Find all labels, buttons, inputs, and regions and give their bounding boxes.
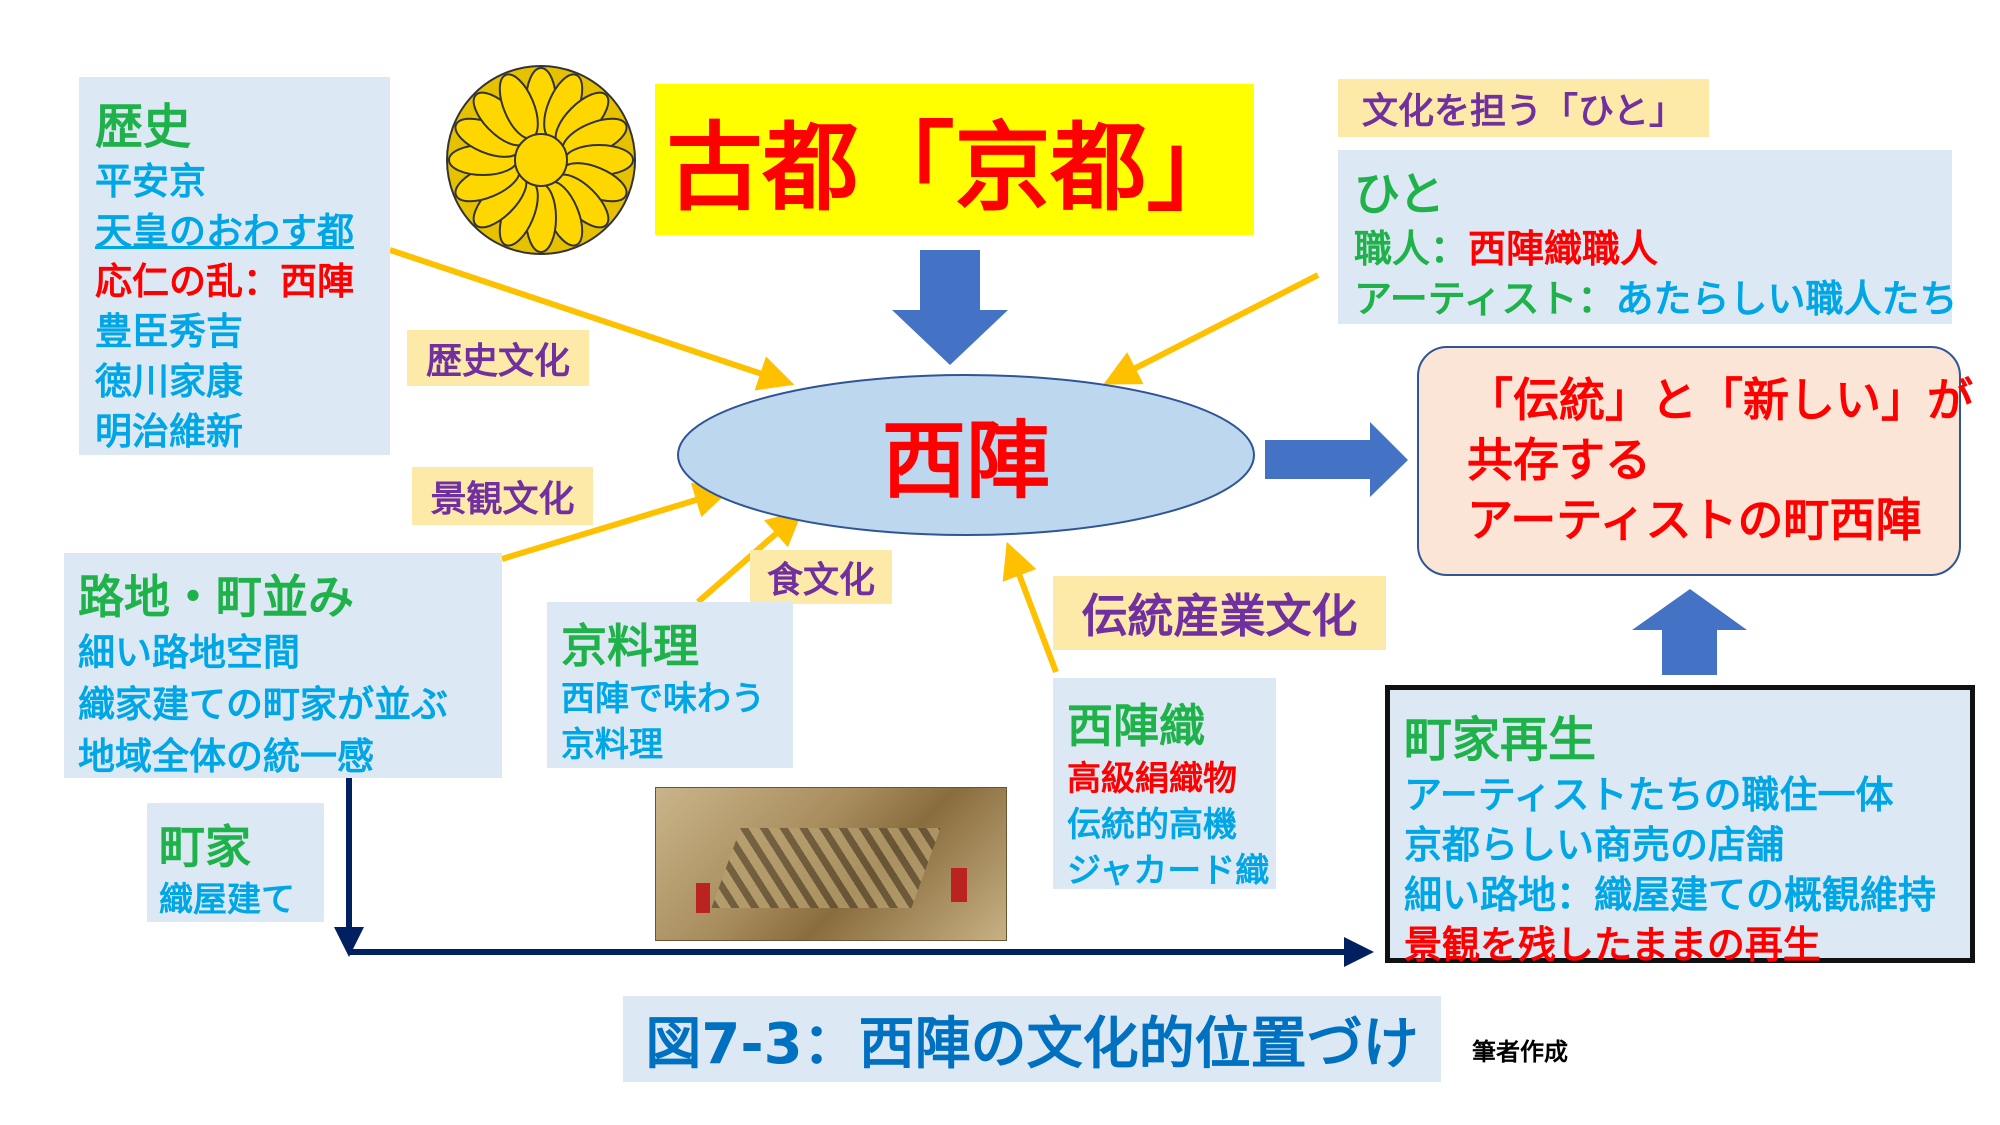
machiya-heading: 町家 xyxy=(159,820,251,874)
history-item: 天皇のおわす都 xyxy=(95,210,354,253)
up-arrow-icon xyxy=(1632,589,1747,675)
history-item: 豊臣秀吉 xyxy=(95,310,243,353)
figure-illustration xyxy=(696,883,710,913)
streets-item: 地域全体の統一感 xyxy=(78,735,374,778)
streets-item: 織家建ての町家が並ぶ xyxy=(78,683,448,726)
revival-item: アーティストたちの職住一体 xyxy=(1404,773,1894,817)
down-arrow-icon xyxy=(892,250,1008,365)
chrysanthemum-crest-icon xyxy=(446,65,636,255)
history-item: 明治維新 xyxy=(95,410,243,453)
weaving-item: 伝統的高機 xyxy=(1067,805,1237,845)
people-label: アーティスト： xyxy=(1354,277,1616,321)
page-title: 古都「京都」 xyxy=(655,84,1254,235)
people-label: 職人： xyxy=(1354,227,1469,271)
food-arrow xyxy=(696,510,804,605)
loom-illustration xyxy=(711,828,941,908)
result-line: 「伝統」と「新しい」が xyxy=(1467,373,1973,427)
industry-culture-label: 伝統産業文化 xyxy=(1053,576,1386,650)
people-value: 西陣織職人 xyxy=(1468,227,1659,271)
history-heading: 歴史 xyxy=(95,99,192,155)
cuisine-item: 西陣で味わう xyxy=(561,679,765,719)
people-value: あたらしい職人たち xyxy=(1615,277,1958,321)
weaving-box: 西陣織 高級絹織物 伝統的高機 ジャカード織 xyxy=(1053,678,1276,891)
result-line: アーティストの町西陣 xyxy=(1467,493,1922,547)
credit-text: 筆者作成 xyxy=(1472,1038,1568,1066)
machiya-box: 町家 織屋建て xyxy=(147,803,324,922)
revival-highlight: 景観を残したままの再生 xyxy=(1404,923,1821,967)
cuisine-heading: 京料理 xyxy=(561,619,699,673)
people-culture-label: 文化を担う「ひと」 xyxy=(1338,79,1709,137)
streets-item: 細い路地空間 xyxy=(78,631,300,674)
revival-item: 細い路地：織屋建ての概観維持 xyxy=(1404,873,1937,917)
people-heading: ひと xyxy=(1354,167,1445,221)
cuisine-item: 京料理 xyxy=(561,725,663,765)
weaving-painting xyxy=(655,787,1007,941)
people-box: ひと 職人：西陣織職人 アーティスト：あたらしい職人たち xyxy=(1338,150,1957,324)
history-culture-label: 歴史文化 xyxy=(407,330,589,386)
food-culture-label: 食文化 xyxy=(750,550,892,604)
history-arrow xyxy=(389,247,795,391)
revival-heading: 町家再生 xyxy=(1404,712,1597,768)
machiya-item: 織屋建て xyxy=(159,880,295,920)
history-box: 歴史 平安京 天皇のおわす都 応仁の乱：西陣 豊臣秀吉 徳川家康 明治維新 xyxy=(79,77,390,455)
center-label: 西陣 xyxy=(881,412,1050,510)
right-arrow-icon xyxy=(1265,422,1408,497)
revival-box: 町家再生 アーティストたちの職住一体 京都らしい商売の店舗 細い路地：織屋建ての… xyxy=(1385,685,1975,967)
landscape-culture-label: 景観文化 xyxy=(412,467,593,525)
center-ellipse xyxy=(677,374,1255,536)
weaving-item: ジャカード織 xyxy=(1067,851,1270,891)
history-item: 平安京 xyxy=(95,160,206,203)
weaving-heading: 西陣織 xyxy=(1067,699,1205,753)
industry-arrow xyxy=(1002,541,1059,674)
figure-caption: 図7-3：西陣の文化的位置づけ xyxy=(623,996,1441,1082)
streets-heading: 路地・町並み xyxy=(78,570,354,624)
landscape-arrow xyxy=(501,482,731,562)
result-line: 共存する xyxy=(1467,433,1651,487)
people-arrow xyxy=(1103,272,1320,385)
streets-box: 路地・町並み 細い路地空間 織家建ての町家が並ぶ 地域全体の統一感 xyxy=(64,553,502,778)
revival-item: 京都らしい商売の店舗 xyxy=(1404,823,1785,867)
weaving-item: 高級絹織物 xyxy=(1067,759,1237,799)
result-box: 「伝統」と「新しい」が 共存する アーティストの町西陣 xyxy=(1417,346,1973,576)
history-item: 徳川家康 xyxy=(95,360,243,403)
figure-illustration xyxy=(951,868,967,902)
cuisine-box: 京料理 西陣で味わう 京料理 xyxy=(547,602,793,768)
history-item: 応仁の乱：西陣 xyxy=(95,260,354,303)
